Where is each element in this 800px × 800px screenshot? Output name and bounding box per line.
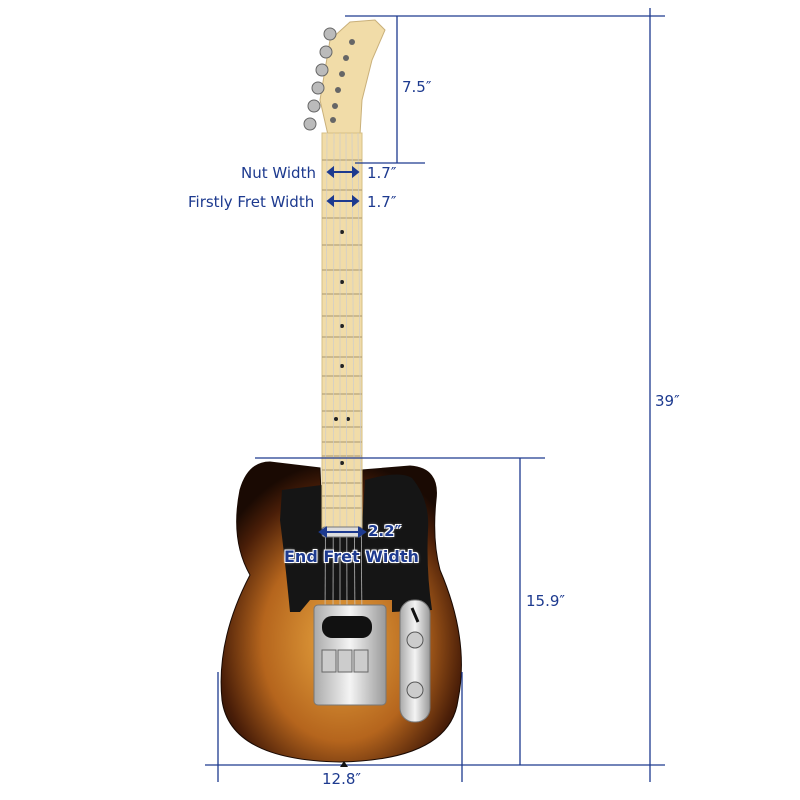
- tuning-pegs: [303, 27, 337, 131]
- pickguard: [280, 474, 432, 612]
- strings: [324, 132, 363, 621]
- width-arrows: [318, 165, 367, 538]
- frets: [322, 159, 362, 509]
- dimension-lines: [205, 8, 665, 782]
- neck: [321, 132, 363, 529]
- body-width-label: 12.8″: [322, 770, 362, 788]
- nut-width-label: Nut Width: [241, 164, 316, 182]
- bridge-pickup: [322, 616, 372, 638]
- end-fret-width-value: 2.2″: [368, 522, 402, 540]
- nut-width-value: 1.7″: [367, 164, 397, 182]
- fret-markers: [334, 230, 350, 465]
- end-fret-width-label: End Fret Width: [284, 547, 419, 566]
- body-length-label: 15.9″: [526, 592, 566, 610]
- total-length-label: 39″: [655, 392, 680, 410]
- first-fret-width-label: Firstly Fret Width: [188, 193, 315, 211]
- headstock-length-label: 7.5″: [402, 78, 432, 96]
- first-fret-width-value: 1.7″: [367, 193, 397, 211]
- bottom-marker: [340, 761, 348, 767]
- saddles: [321, 649, 369, 673]
